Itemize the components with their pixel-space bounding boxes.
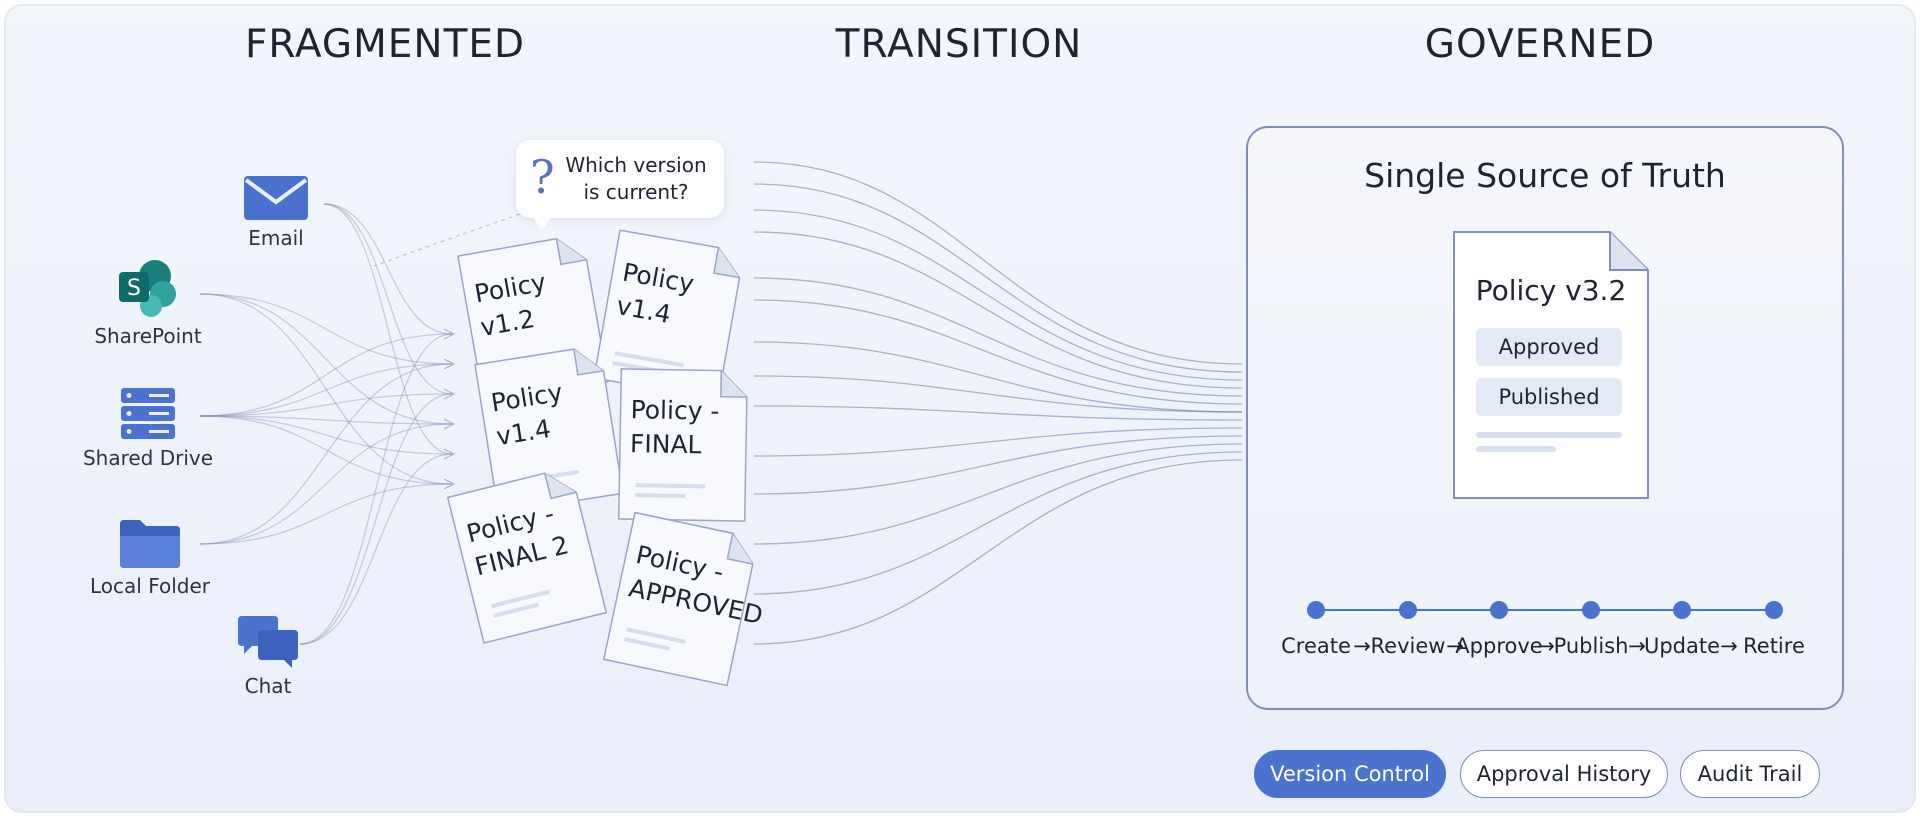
governed-document-card: Policy v3.2 Approved Published (1450, 228, 1652, 502)
bubble-pointer-line (373, 213, 521, 267)
transition-line (753, 443, 1243, 545)
transition-line (753, 341, 1243, 413)
transition-line (753, 405, 1243, 421)
section-title-transition: TRANSITION (835, 22, 1083, 67)
text-placeholder (1476, 432, 1622, 438)
source-label: Local Folder (90, 574, 210, 598)
arrowhead (443, 448, 456, 460)
transition-line (753, 435, 1243, 495)
source-connector-line (299, 453, 453, 645)
question-bubble: ? Which version is current? (516, 140, 724, 230)
source-local-folder: Local Folder (70, 518, 230, 598)
chat-bubbles-icon (238, 616, 298, 668)
lifecycle-step-approve: Approve (1455, 634, 1543, 658)
arrow-icon: → (1446, 634, 1464, 658)
source-connector-line (199, 415, 453, 425)
source-connector-line (199, 415, 453, 485)
source-connector-line (199, 483, 453, 545)
section-title-fragmented: FRAGMENTED (244, 22, 526, 67)
published-badge: Published (1476, 378, 1622, 416)
single-source-panel: Single Source of Truth Policy v3.2 Appro… (1246, 126, 1844, 710)
transition-line (753, 231, 1243, 389)
transition-line (753, 427, 1243, 457)
arrowhead (443, 478, 456, 490)
document-card: Policy - FINAL 2 (443, 462, 611, 648)
source-label: Email (248, 226, 304, 250)
text-placeholder (1476, 446, 1556, 452)
source-connector-line (199, 393, 453, 417)
transition-line (753, 375, 1243, 413)
panel-title: Single Source of Truth (1364, 156, 1726, 195)
lifecycle-step-update: Update (1643, 634, 1721, 658)
flow-lines (199, 161, 1243, 645)
arrowhead (443, 328, 456, 340)
server-stack-icon (121, 388, 175, 439)
source-connector-line (323, 203, 453, 455)
source-connector-line (199, 293, 453, 365)
transition-line (753, 183, 1243, 373)
lifecycle-step-create: Create (1281, 634, 1351, 658)
document-card: Policy - FINAL (615, 365, 752, 525)
transition-line (753, 277, 1243, 397)
approval-history-chip[interactable]: Approval History (1460, 750, 1668, 798)
source-label: Chat (244, 674, 292, 698)
source-chat: Chat (188, 614, 348, 698)
transition-line (753, 161, 1243, 365)
arrowhead (443, 358, 456, 370)
source-email: Email (196, 174, 356, 250)
document-card: Policy - APPROVED (599, 508, 765, 690)
source-connector-line (199, 363, 453, 417)
audit-trail-chip[interactable]: Audit Trail (1680, 750, 1820, 798)
diagram-canvas: FRAGMENTED TRANSITION GOVERNED Email S S… (4, 4, 1916, 813)
approved-badge: Approved (1476, 328, 1622, 366)
sharepoint-icon: S (119, 260, 176, 317)
lifecycle-step-review: Review (1370, 634, 1446, 658)
source-label: Shared Drive (82, 446, 214, 470)
envelope-icon (244, 176, 308, 220)
arrow-icon: → (1353, 634, 1371, 658)
transition-line (753, 299, 1243, 405)
arrow-icon: → (1720, 634, 1738, 658)
source-connector-line (299, 393, 453, 645)
source-shared-drive: Shared Drive (68, 386, 228, 470)
arrow-icon: → (1537, 634, 1555, 658)
arrowhead (443, 388, 456, 400)
transition-line (753, 209, 1243, 381)
arrow-icon: → (1628, 634, 1646, 658)
svg-text:S: S (127, 276, 141, 301)
document-card: Policy v1.4 (470, 340, 627, 517)
lifecycle-track (1307, 601, 1783, 619)
source-connector-line (323, 203, 453, 395)
source-connector-line (199, 293, 453, 425)
source-connector-line (199, 415, 453, 455)
section-title-governed: GOVERNED (1424, 22, 1656, 67)
lifecycle-step-publish: Publish (1553, 634, 1629, 658)
transition-line (753, 459, 1243, 645)
version-control-chip[interactable]: Version Control (1254, 750, 1446, 798)
source-sharepoint: S SharePoint (68, 258, 228, 348)
source-connector-line (199, 293, 453, 485)
question-mark-icon: ? (530, 150, 555, 204)
source-connector-line (299, 333, 453, 645)
document-label: Policy - FINAL (629, 395, 720, 460)
question-text: Which version is current? (565, 153, 707, 204)
source-connector-line (199, 333, 453, 417)
lifecycle-step-retire: Retire (1743, 634, 1805, 658)
document-title: Policy v3.2 (1475, 274, 1627, 307)
document-card: Policy v1.4 (589, 226, 748, 405)
source-label: SharePoint (94, 324, 202, 348)
arrowhead (443, 418, 456, 430)
transition-line (753, 451, 1243, 595)
source-connector-line (323, 203, 453, 335)
source-connector-line (199, 423, 453, 545)
folder-icon (120, 520, 180, 568)
lifecycle-steps: Create → Review → Approve → Publish → Up… (1280, 596, 1810, 666)
source-connector-line (199, 363, 453, 545)
